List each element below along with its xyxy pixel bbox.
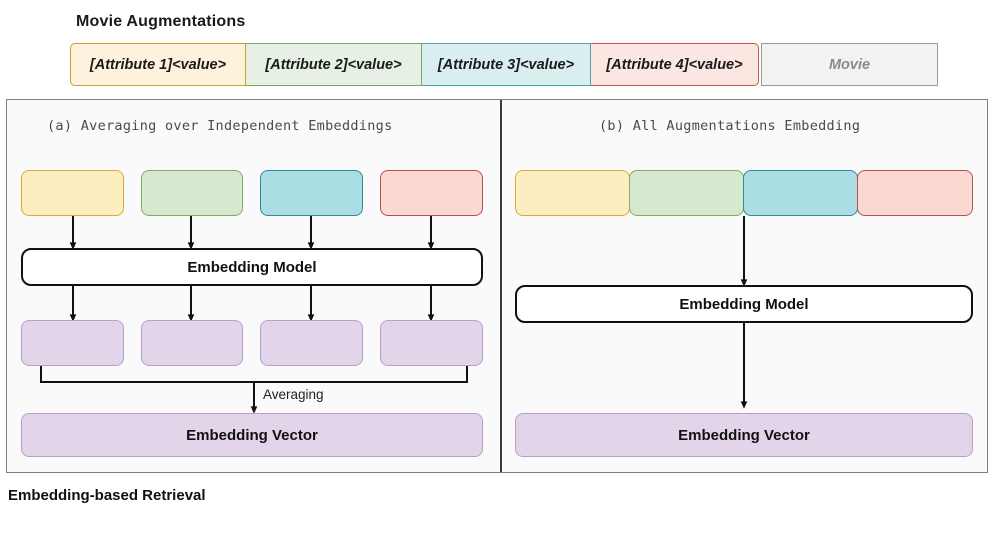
panel-a-embedding-slot-2[interactable]: [141, 320, 243, 366]
panel-a-embedding-vector-label: Embedding Vector: [186, 426, 318, 444]
panel-a-embedding-model-box[interactable]: Embedding Model: [21, 248, 483, 286]
panel-a-attribute-4-box[interactable]: [380, 170, 483, 216]
panel-b-attribute-4-box[interactable]: [857, 170, 973, 216]
panel-b-embedding-model-label: Embedding Model: [679, 295, 809, 313]
averaging-label: Averaging: [263, 387, 324, 402]
panel-b-attribute-3-box[interactable]: [743, 170, 858, 216]
augmentation-cell-movie[interactable]: Movie: [761, 43, 938, 86]
panel-b-attribute-1-box[interactable]: [515, 170, 630, 216]
panel-divider: [500, 100, 502, 472]
panel-b-title: (b) All Augmentations Embedding: [599, 118, 861, 134]
panel-a-attribute-3-box[interactable]: [260, 170, 363, 216]
panel-b-embedding-vector-label: Embedding Vector: [678, 426, 810, 444]
augmentation-cell-attribute-1[interactable]: [Attribute 1]<value>: [70, 43, 246, 86]
page-title: Movie Augmentations: [76, 13, 246, 30]
augmentation-cell-attribute-3[interactable]: [Attribute 3]<value>: [422, 43, 591, 86]
panel-a-attribute-2-box[interactable]: [141, 170, 243, 216]
panel-a-embedding-vector-box[interactable]: Embedding Vector: [21, 413, 483, 457]
panel-b-embedding-model-box[interactable]: Embedding Model: [515, 285, 973, 323]
panel-a-embedding-slot-4[interactable]: [380, 320, 483, 366]
panel-b-attribute-2-box[interactable]: [629, 170, 744, 216]
diagram-frame: (a) Averaging over Independent Embedding…: [6, 99, 988, 473]
panel-a-attribute-1-box[interactable]: [21, 170, 124, 216]
panel-a-embedding-model-label: Embedding Model: [187, 258, 317, 276]
panel-a-embedding-slot-3[interactable]: [260, 320, 363, 366]
augmentation-cell-attribute-2[interactable]: [Attribute 2]<value>: [246, 43, 422, 86]
augmentation-cell-attribute-4[interactable]: [Attribute 4]<value>: [591, 43, 759, 86]
panel-b-embedding-vector-box[interactable]: Embedding Vector: [515, 413, 973, 457]
panel-a-embedding-slot-1[interactable]: [21, 320, 124, 366]
panel-a-title: (a) Averaging over Independent Embedding…: [47, 118, 393, 134]
augmentations-strip: [Attribute 1]<value> [Attribute 2]<value…: [70, 43, 938, 86]
footer-caption: Embedding-based Retrieval: [8, 487, 206, 504]
